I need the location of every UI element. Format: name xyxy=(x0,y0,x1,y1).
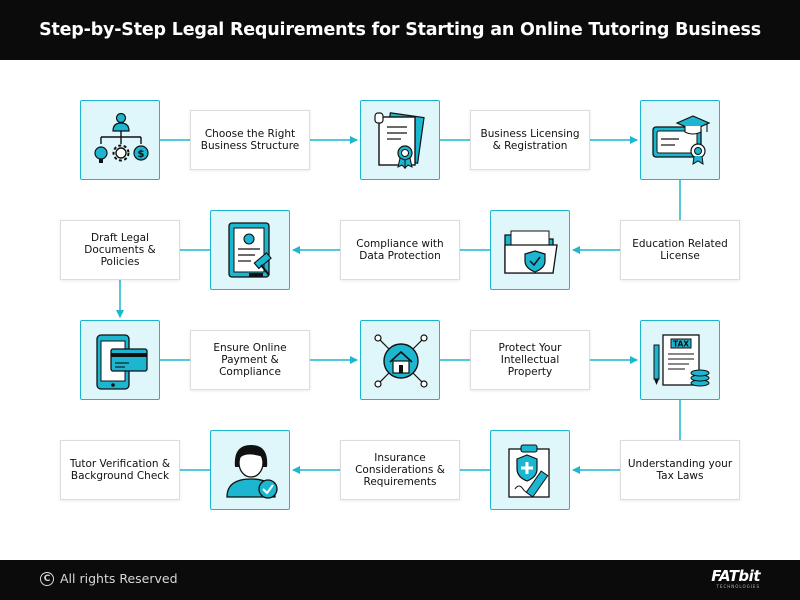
certificate-icon xyxy=(374,112,425,170)
svg-text:TAX: TAX xyxy=(673,340,689,349)
property-protection-icon xyxy=(374,334,428,388)
step-6-label: Ensure Online Payment & Compliance xyxy=(190,330,310,390)
step-3-icon-box xyxy=(640,100,720,180)
footer: C All rights Reserved FATbit TECHNOLOGIE… xyxy=(0,560,800,600)
connector-arrows xyxy=(116,136,681,474)
step-8-icon-box: TAX xyxy=(640,320,720,400)
step-10-label: Tutor Verification & Background Check xyxy=(60,440,180,500)
step-9-icon-box xyxy=(490,430,570,510)
data-shield-icon xyxy=(504,230,558,274)
brand-tagline: TECHNOLOGIES xyxy=(716,584,760,589)
step-10-icon-box xyxy=(210,430,290,510)
legal-document-icon xyxy=(228,222,272,278)
copyright-icon: C xyxy=(40,571,54,586)
tax-icon: TAX xyxy=(653,334,710,387)
step-3-label: Education Related License xyxy=(620,220,740,280)
svg-text:$: $ xyxy=(138,149,145,160)
copyright-notice: C All rights Reserved xyxy=(40,571,178,586)
insurance-icon xyxy=(508,444,550,498)
org-chart-icon: $ xyxy=(94,112,149,163)
step-5-icon-box xyxy=(210,210,290,290)
step-1-icon-box: $ xyxy=(80,100,160,180)
mobile-payment-icon xyxy=(96,334,148,390)
copyright-text: All rights Reserved xyxy=(60,571,178,586)
step-4-icon-box xyxy=(490,210,570,290)
brand-name: FATbit xyxy=(711,567,760,585)
step-5-label: Draft Legal Documents & Policies xyxy=(60,220,180,280)
flowchart: $ 1 Choose the Right Business Structure … xyxy=(0,60,800,560)
verified-tutor-icon xyxy=(226,445,278,499)
step-2-icon-box xyxy=(360,100,440,180)
step-1-label: Choose the Right Business Structure xyxy=(190,110,310,170)
step-4-label: Compliance with Data Protection xyxy=(340,220,460,280)
step-9-label: Insurance Considerations & Requirements xyxy=(340,440,460,500)
step-2-label: Business Licensing & Registration xyxy=(470,110,590,170)
step-7-icon-box xyxy=(360,320,440,400)
step-8-label: Understanding your Tax Laws xyxy=(620,440,740,500)
step-6-icon-box xyxy=(80,320,160,400)
education-license-icon xyxy=(652,115,711,165)
page-title: Step-by-Step Legal Requirements for Star… xyxy=(0,0,800,60)
step-7-label: Protect Your Intellectual Property xyxy=(470,330,590,390)
brand-logo: FATbit TECHNOLOGIES xyxy=(711,569,760,590)
